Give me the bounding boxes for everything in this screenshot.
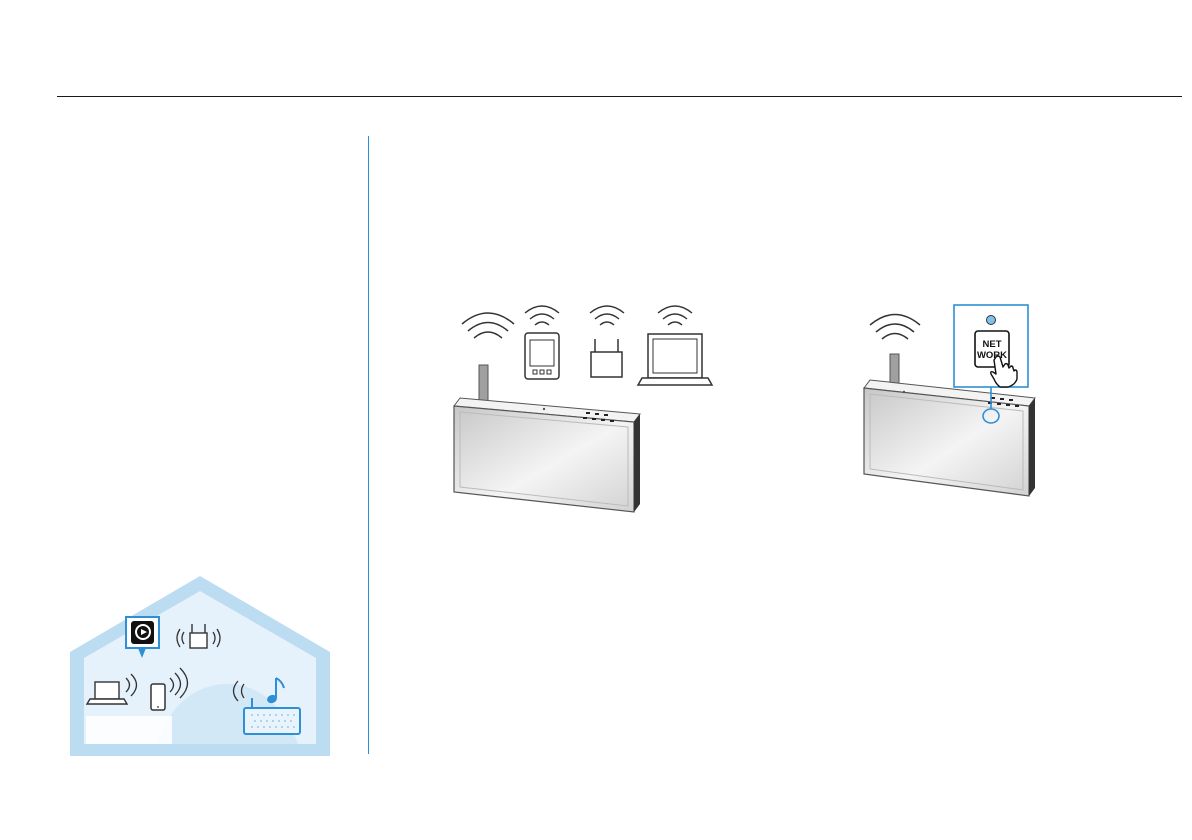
wifi-icon: [658, 306, 692, 325]
speaker-icon: [864, 380, 1035, 496]
network-button[interactable]: NET WORK: [975, 331, 1009, 367]
speaker-network-figure: [430, 296, 730, 520]
wifi-icon: [462, 313, 514, 338]
laptop-icon: [638, 334, 712, 385]
indicator-lamp-icon: [987, 316, 996, 325]
router-icon: [591, 339, 622, 377]
speaker-icon: [454, 398, 640, 512]
house-illustration: [66, 574, 334, 758]
wifi-icon: [870, 315, 920, 340]
smartphone-icon: [525, 333, 559, 379]
network-button-figure: NET WORK: [850, 296, 1050, 506]
network-button-label-line1: NET: [983, 339, 1002, 350]
wifi-icon: [525, 306, 559, 325]
column-divider: [368, 136, 369, 754]
network-button-label-line2: WORK: [977, 350, 1007, 361]
top-rule: [57, 96, 1182, 97]
wifi-icon: [590, 306, 624, 325]
